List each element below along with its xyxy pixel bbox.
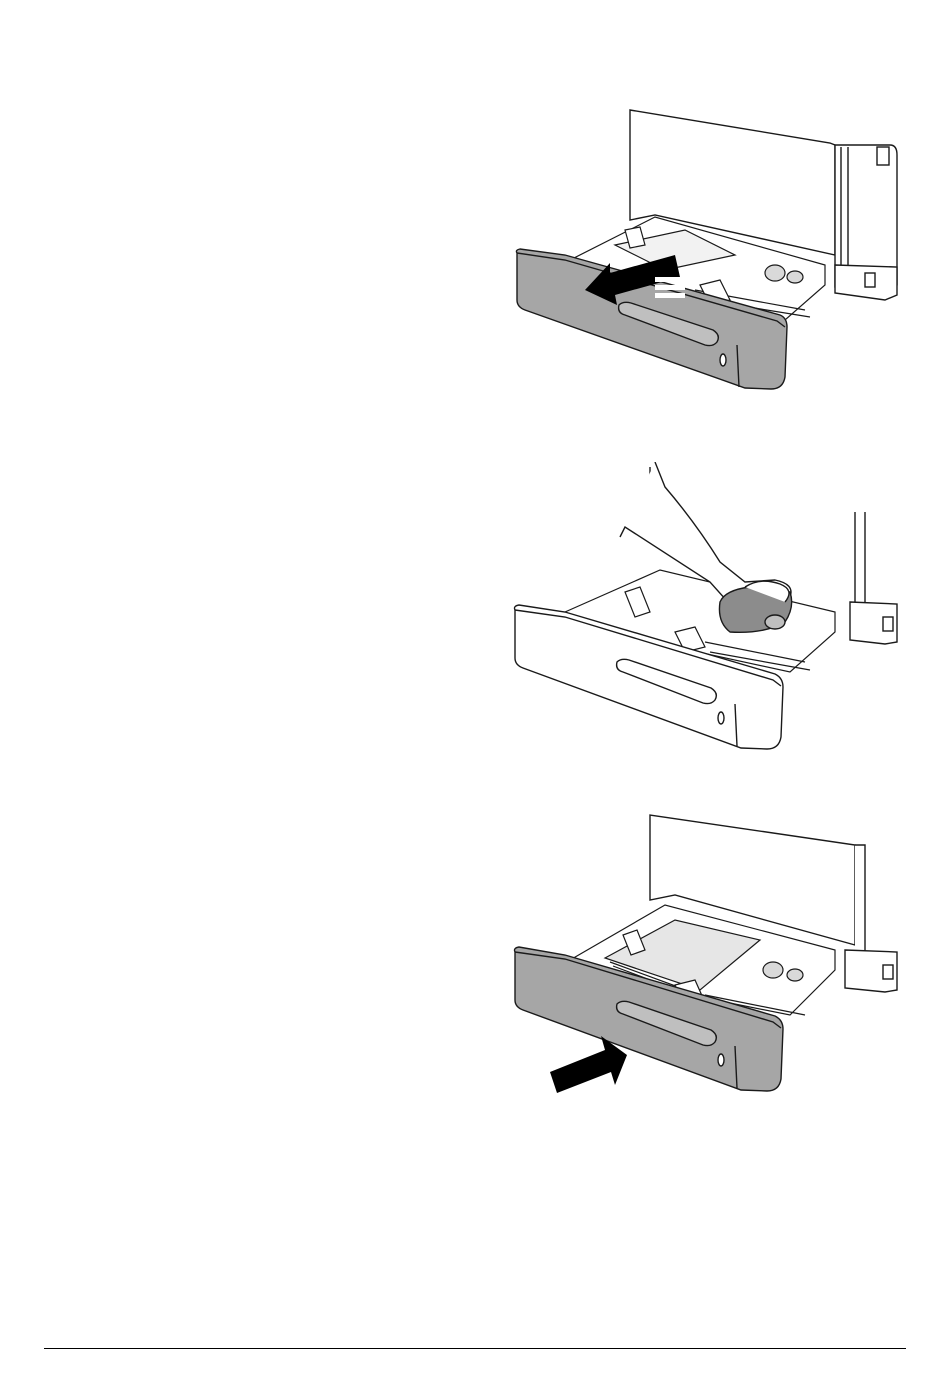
illustration-push-tray-in [505,810,900,1105]
footer-divider [44,1348,906,1349]
illustration-wipe-rollers [505,462,900,757]
tray-pull-illustration [505,105,900,400]
tray-push-illustration [505,810,900,1105]
illustration-pull-tray-out [505,105,900,400]
wipe-rollers-illustration [505,462,900,757]
